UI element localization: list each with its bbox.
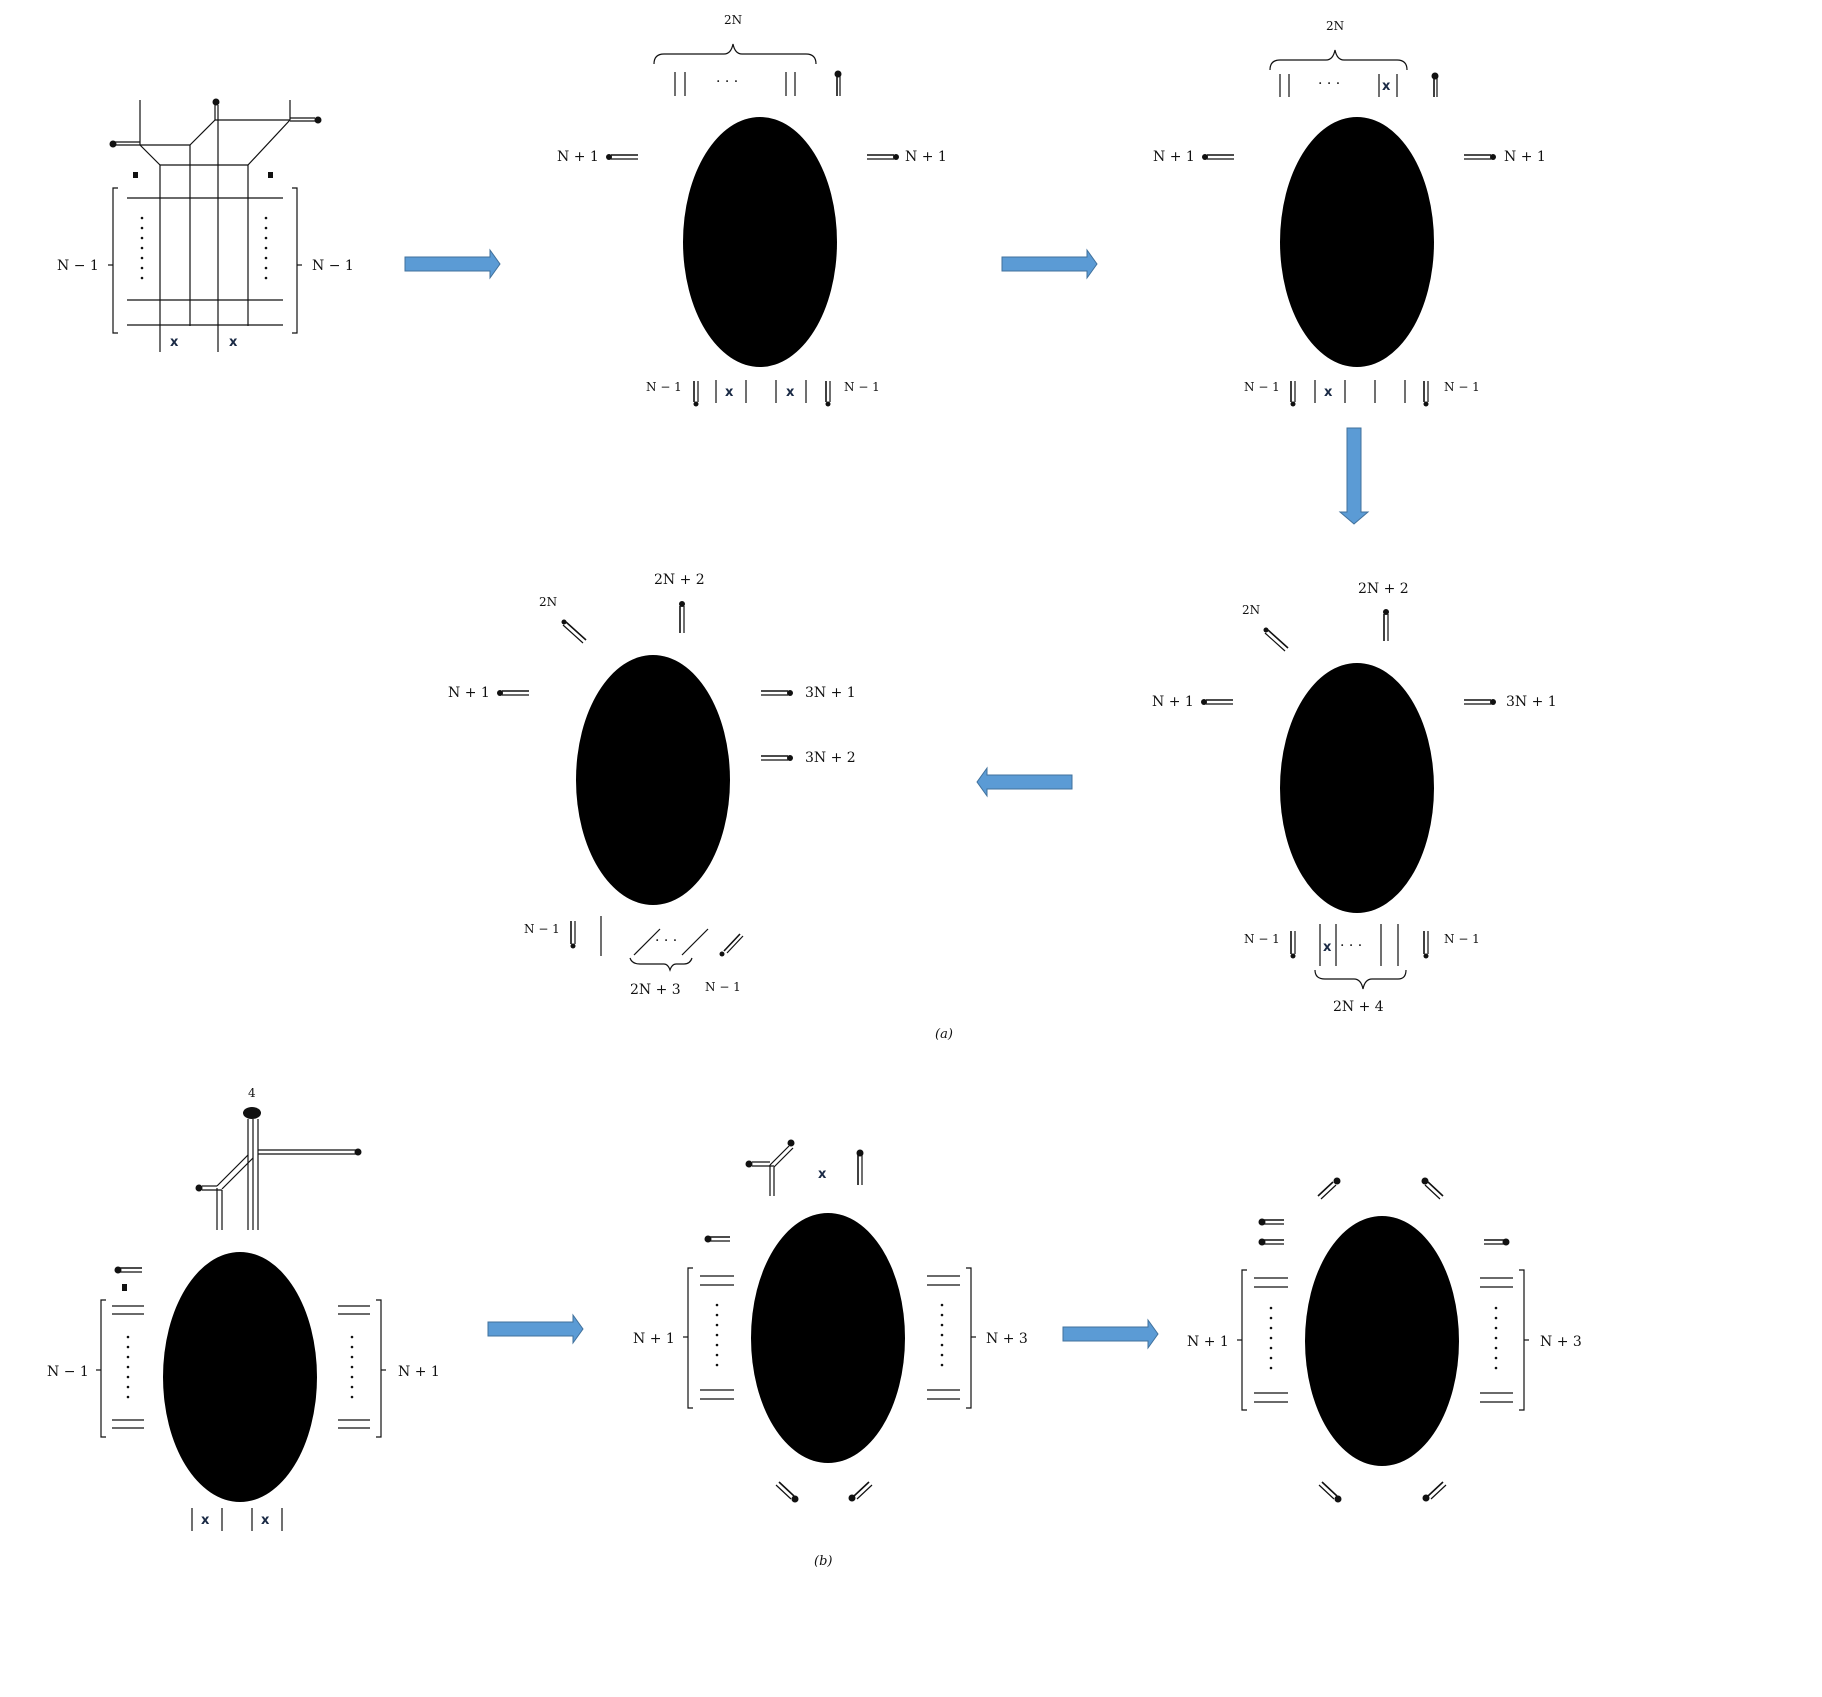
a2-diagram: 2N · · · N + 1 N + 1 N − 1 x x N − 1: [557, 13, 947, 407]
b2-diagram: x N + 1 N + 3: [633, 1139, 1028, 1503]
black-blob: [163, 1252, 317, 1502]
a3-top-label: 2N: [1326, 19, 1344, 33]
a2-bottom-right-label: N − 1: [844, 380, 880, 394]
a1-left-label: N − 1: [57, 258, 99, 274]
a5-bottom-left-label: N − 1: [524, 922, 560, 936]
a4-diagram: 2N 2N + 2 N + 1 3N + 1 N − 1 x · · · N −…: [1152, 581, 1557, 1015]
b3-left-label: N + 1: [1187, 1334, 1229, 1350]
black-blob: [1280, 117, 1434, 367]
a3-top-ellipsis: · · ·: [1318, 76, 1340, 92]
b1-left-dots: [126, 1335, 130, 1399]
a3-x-mark-bottom: x: [1324, 385, 1333, 400]
a5-bottom-right-label: N − 1: [705, 980, 741, 994]
a1-left-dots: [140, 216, 144, 280]
black-blob: [751, 1213, 905, 1463]
arrow-left-icon: [976, 766, 1073, 798]
a2-top-ellipsis: · · ·: [716, 74, 738, 90]
a4-left-label: N + 1: [1152, 694, 1194, 710]
b2-right-dots: [940, 1303, 944, 1367]
a1-right-dots: [264, 216, 268, 280]
b2-left-label: N + 1: [633, 1331, 675, 1347]
arrow-right-icon: [487, 1313, 584, 1345]
a4-label-2n2: 2N + 2: [1358, 581, 1409, 597]
a3-left-label: N + 1: [1153, 149, 1195, 165]
b1-top-label: 4: [248, 1086, 256, 1100]
a4-bottom-ellipsis: · · ·: [1340, 938, 1362, 954]
arrow-down-icon: [1338, 427, 1370, 525]
a5-label-2n2: 2N + 2: [654, 572, 705, 588]
a5-bottom-ellipsis: · · ·: [655, 933, 677, 949]
a4-bottom-left-label: N − 1: [1244, 932, 1280, 946]
b1-diagram: 4 N − 1: [47, 1086, 440, 1531]
a4-label-2n: 2N: [1242, 603, 1260, 617]
a5-right-label-1: 3N + 1: [805, 685, 856, 701]
a5-label-2n: 2N: [539, 595, 557, 609]
a1-x-mark-1: x: [170, 335, 179, 350]
a2-bottom-left-label: N − 1: [646, 380, 682, 394]
a5-left-label: N + 1: [448, 685, 490, 701]
b3-right-label: N + 3: [1540, 1334, 1582, 1350]
a3-x-mark-top: x: [1382, 79, 1391, 94]
caption-b: (b): [814, 1554, 832, 1569]
a4-bottom-right-label: N − 1: [1444, 932, 1480, 946]
arrow-right-icon: [1001, 248, 1098, 280]
a4-brace-label: 2N + 4: [1333, 999, 1384, 1015]
arrow-right-icon: [404, 248, 501, 280]
a2-x-mark-1: x: [725, 385, 734, 400]
black-blob: [576, 655, 730, 905]
a3-bottom-right-label: N − 1: [1444, 380, 1480, 394]
arrow-right-icon: [1062, 1318, 1159, 1350]
a3-bottom-left-label: N − 1: [1244, 380, 1280, 394]
b2-left-dots: [715, 1303, 719, 1367]
b2-right-label: N + 3: [986, 1331, 1028, 1347]
a1-x-mark-2: x: [229, 335, 238, 350]
b1-right-label: N + 1: [398, 1364, 440, 1380]
a2-right-label: N + 1: [905, 149, 947, 165]
a5-diagram: 2N 2N + 2 N + 1 3N + 1 3N + 2 N − 1 · · …: [448, 572, 856, 998]
black-blob: [1280, 663, 1434, 913]
black-blob: [1305, 1216, 1459, 1466]
b3-right-dots: [1494, 1306, 1498, 1370]
a5-right-label-2: 3N + 2: [805, 750, 856, 766]
b2-x-mark: x: [818, 1167, 827, 1182]
b3-diagram: N + 1 N + 3: [1187, 1177, 1582, 1503]
a2-left-label: N + 1: [557, 149, 599, 165]
a2-x-mark-2: x: [786, 385, 795, 400]
b1-left-label: N − 1: [47, 1364, 89, 1380]
b1-top-node: [243, 1107, 261, 1119]
caption-a: (a): [935, 1027, 953, 1042]
b1-right-dots: [350, 1335, 354, 1399]
a3-right-label: N + 1: [1504, 149, 1546, 165]
b1-x-mark-2: x: [261, 1513, 270, 1528]
a3-diagram: 2N · · · x N + 1 N + 1 N − 1 x N − 1: [1153, 19, 1546, 407]
a2-top-label: 2N: [724, 13, 742, 27]
a5-brace-label: 2N + 3: [630, 982, 681, 998]
a4-right-label: 3N + 1: [1506, 694, 1557, 710]
b3-left-dots: [1269, 1306, 1273, 1370]
a1-brane-web: N − 1 N − 1 x x: [57, 98, 354, 352]
a4-x-mark: x: [1323, 940, 1332, 955]
a1-right-label: N − 1: [312, 258, 354, 274]
b1-x-mark-1: x: [201, 1513, 210, 1528]
black-blob: [683, 117, 837, 367]
